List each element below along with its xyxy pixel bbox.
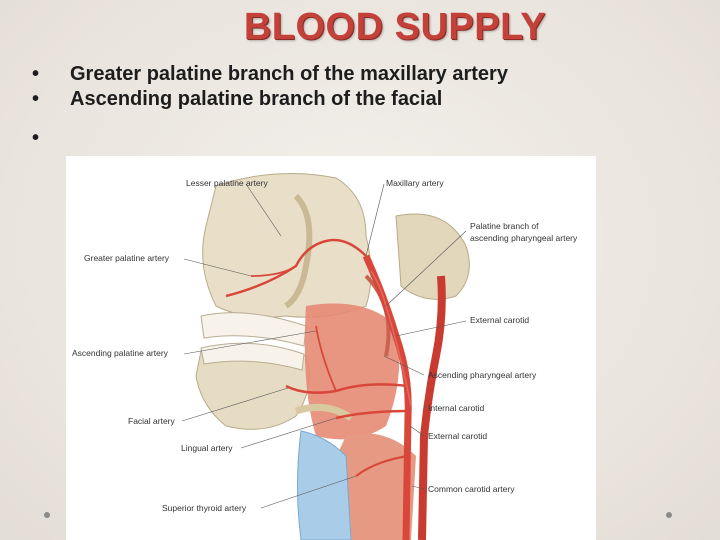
- ascending-pharyngeal-artery: [370, 270, 412, 407]
- temporal-bone: [395, 213, 470, 300]
- label-lesser-palatine-artery: Lesser palatine artery: [186, 178, 268, 188]
- anatomy-figure: Lesser palatine artery Maxillary artery …: [66, 156, 596, 540]
- label-superior-thyroid-artery: Superior thyroid artery: [162, 503, 247, 513]
- lower-teeth: [200, 342, 305, 371]
- pterygoid-plate: [284, 193, 313, 309]
- bullet-list: • Greater palatine branch of the maxillar…: [30, 62, 570, 149]
- anatomy-illustration: Lesser palatine artery Maxillary artery …: [72, 173, 578, 540]
- label-palatine-branch-line1: Palatine branch of: [470, 221, 539, 231]
- upper-teeth: [200, 312, 307, 347]
- pharyngeal-muscles: [304, 303, 400, 440]
- bullet-dot: •: [32, 88, 40, 110]
- facial-artery: [285, 383, 409, 394]
- label-ascending-palatine-artery: Ascending palatine artery: [72, 348, 169, 358]
- slide-corner-dot-right: [666, 512, 672, 518]
- slide-title: BLOOD SUPPLY: [243, 6, 547, 48]
- label-external-carotid-top: External carotid: [470, 315, 529, 325]
- bullet-dot: •: [32, 63, 40, 85]
- bullet-text: Ascending palatine branch of the facial: [70, 88, 443, 110]
- label-ascending-pharyngeal-artery: Ascending pharyngeal artery: [428, 370, 537, 380]
- bullet-text: Greater palatine branch of the maxillary…: [70, 63, 508, 85]
- label-lingual-artery: Lingual artery: [181, 443, 233, 453]
- bullet-item: • Greater palatine branch of the maxillar…: [30, 62, 570, 87]
- label-external-carotid-bottom: External carotid: [428, 431, 487, 441]
- slide-corner-dot-left: [44, 512, 50, 518]
- bullet-item: • Ascending palatine branch of the facial: [30, 87, 570, 112]
- label-greater-palatine-artery: Greater palatine artery: [84, 253, 170, 263]
- bullet-dot: •: [32, 127, 40, 149]
- label-maxillary-artery: Maxillary artery: [386, 178, 444, 188]
- maxillary-artery: [225, 238, 367, 298]
- greater-palatine-artery: [250, 265, 297, 277]
- label-palatine-branch-line2: ascending pharyngeal artery: [470, 233, 578, 243]
- leader-lines: [181, 183, 467, 509]
- label-internal-carotid: Internal carotid: [428, 403, 484, 413]
- lingual-artery: [335, 409, 409, 420]
- internal-carotid-artery: [418, 275, 446, 540]
- superior-thyroid-artery: [355, 454, 409, 477]
- label-facial-artery: Facial artery: [128, 416, 176, 426]
- label-common-carotid-artery: Common carotid artery: [428, 484, 515, 494]
- ascending-palatine-artery: [315, 325, 337, 392]
- skull-bone: [202, 173, 372, 318]
